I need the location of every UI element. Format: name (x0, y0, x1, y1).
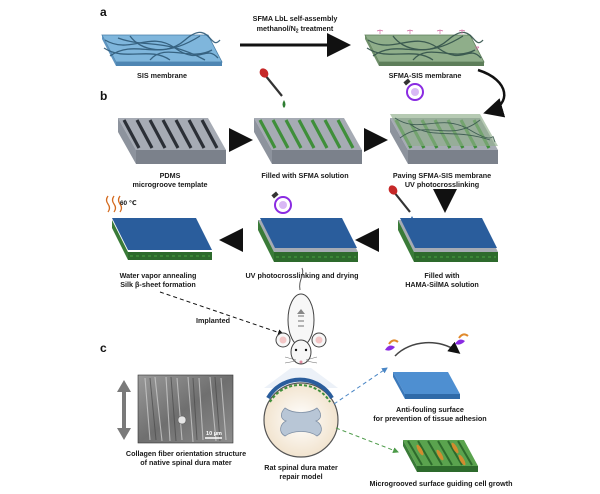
rat-icon (275, 267, 327, 365)
sis-membrane (101, 31, 223, 66)
uv-lamp-icon (403, 78, 424, 101)
antifouling-label-line2: for prevention of tissue adhesion (373, 414, 486, 423)
sfma-sis-membrane (364, 29, 485, 66)
model-label-line1: Rat spinal dura mater (264, 463, 338, 472)
hama-silma-filled-template (398, 218, 498, 262)
step2-label: Filled with SFMA solution (261, 171, 348, 180)
annealed-membrane (112, 218, 212, 260)
sem-image (137, 374, 234, 444)
panel-b-letter: b (100, 89, 107, 103)
sis-membrane-label: SIS membrane (137, 71, 187, 80)
step1-label-line2: microgroove template (132, 180, 207, 189)
step4-label-line2: HAMA-SilMA solution (405, 280, 479, 289)
orientation-arrow (117, 380, 131, 440)
sem-caption-line1: Collagen fiber orientation structure (126, 449, 246, 458)
implanted-label: Implanted (196, 316, 230, 325)
step1-label-line1: PDMS (160, 171, 181, 180)
sem-caption-line2: of native spinal dura mater (140, 458, 232, 467)
sfma-sis-membrane-label: SFMA-SIS membrane (389, 71, 462, 80)
antifouling-label-line1: Anti-fouling surface (396, 405, 464, 414)
antifouling-guide (333, 367, 388, 405)
antifouling-surface (385, 333, 469, 399)
process-a-line2: methanol/N2 treatment (257, 24, 334, 35)
panel-c-letter: c (100, 341, 107, 355)
spinal-cord-model (263, 377, 339, 458)
implanted-arrow (159, 291, 284, 336)
heat-icon (105, 195, 123, 213)
pipette-icon-2 (388, 185, 414, 224)
microgroove-label: Microgrooved surface guiding cell growth (370, 479, 513, 488)
paved-membrane-template (390, 114, 498, 164)
microgrooved-surface (403, 440, 478, 472)
step6-label-line1: Water vapor annealing (120, 271, 197, 280)
step3-label-line2: UV photocrosslinking (405, 180, 479, 189)
sfma-filled-template (254, 118, 362, 164)
curved-arrow-a-to-b (477, 68, 506, 118)
crosslinked-template (258, 218, 358, 262)
step3-label-line1: Paving SFMA-SIS membrane (393, 171, 491, 180)
step4-label-line1: Filled with (424, 271, 459, 280)
step6-label-line2: Silk β-sheet formation (120, 280, 195, 289)
uv-lamp-icon-2 (271, 191, 292, 214)
pipette-icon (259, 68, 286, 108)
scale-bar-label: 10 μm (206, 431, 222, 437)
pdms-template (118, 118, 226, 164)
panel-a-letter: a (100, 5, 107, 19)
microgroove-guide (335, 427, 399, 453)
temperature-label: 60 ℃ (120, 200, 137, 207)
process-a-line1: SFMA LbL self-assembly (253, 14, 338, 23)
model-label-line2: repair model (279, 472, 322, 481)
